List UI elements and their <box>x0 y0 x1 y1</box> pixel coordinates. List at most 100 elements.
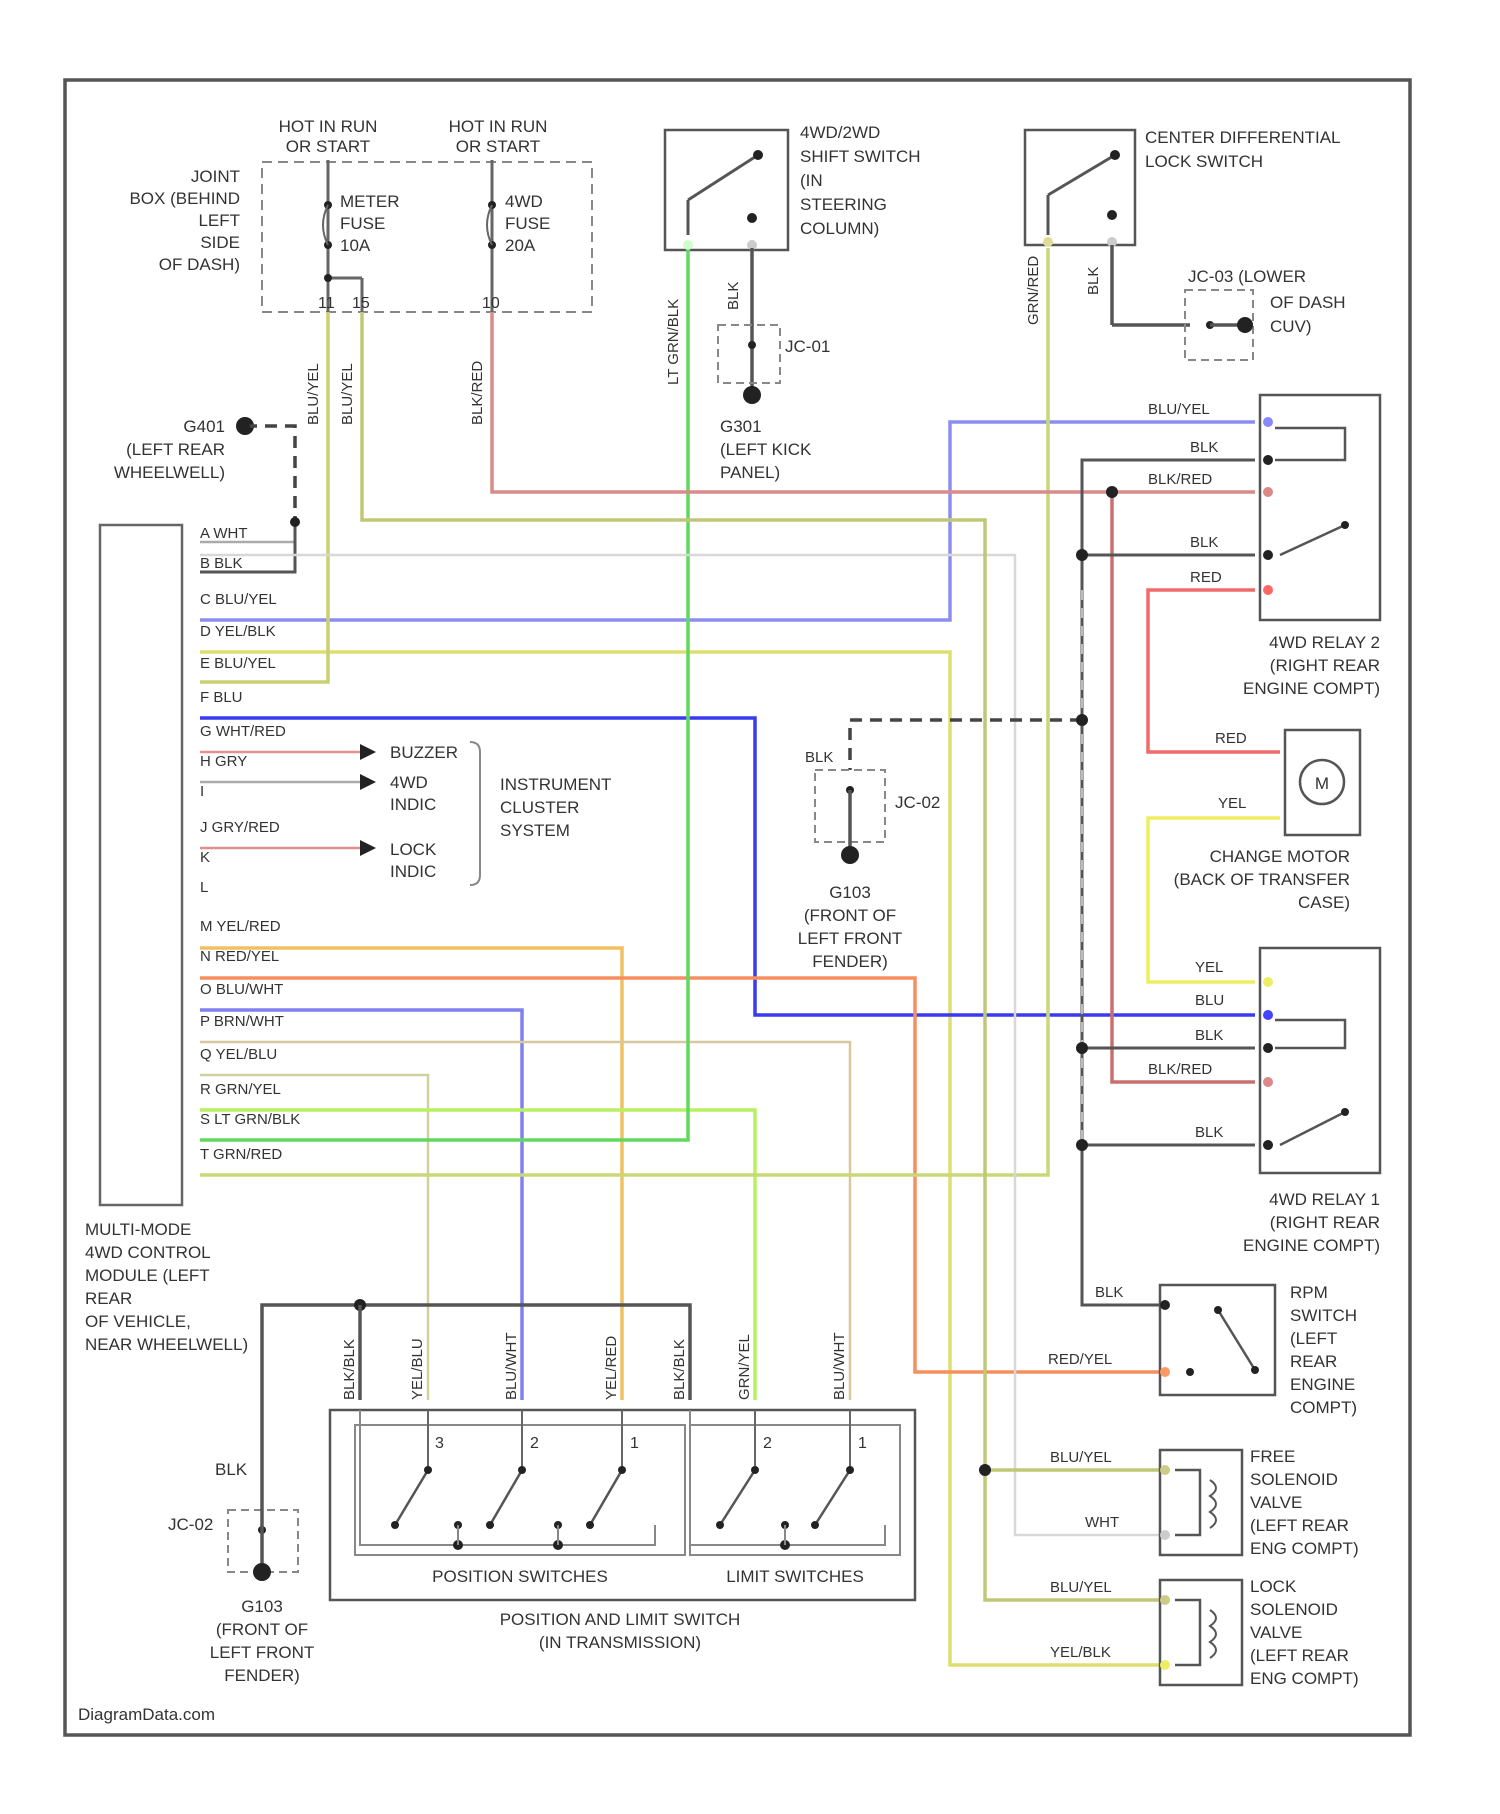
svg-text:BLU/YEL: BLU/YEL <box>1050 1579 1112 1596</box>
svg-text:WHT: WHT <box>1085 1514 1119 1531</box>
svg-text:BLU: BLU <box>1195 992 1224 1009</box>
svg-text:ENG COMPT): ENG COMPT) <box>1250 1669 1359 1688</box>
svg-text:LT GRN/BLK: LT GRN/BLK <box>665 299 682 385</box>
position-switch-1: 1 <box>586 1410 639 1529</box>
svg-text:BLK: BLK <box>1085 267 1102 295</box>
svg-text:G301: G301 <box>720 417 762 436</box>
meter-fuse-label: METER <box>340 192 400 211</box>
module-pin-k: K <box>200 849 210 866</box>
svg-text:OF DASH): OF DASH) <box>159 255 240 274</box>
svg-text:ENGINE COMPT): ENGINE COMPT) <box>1243 1236 1380 1255</box>
g301-ground: JC-01 G301 (LEFT KICK PANEL) BLK <box>718 248 830 482</box>
svg-text:FUSE: FUSE <box>340 214 385 233</box>
module-pin-s: S LT GRN/BLK <box>200 1111 300 1128</box>
svg-text:LOCK: LOCK <box>390 840 437 859</box>
svg-text:SYSTEM: SYSTEM <box>500 821 570 840</box>
svg-text:CASE): CASE) <box>1298 893 1350 912</box>
svg-text:(FRONT OF: (FRONT OF <box>804 906 896 925</box>
jc03-connector: JC-03 (LOWER OF DASH CUV) BLK <box>1085 245 1346 360</box>
svg-text:YEL: YEL <box>1218 795 1246 812</box>
svg-text:CENTER DIFFERENTIAL: CENTER DIFFERENTIAL <box>1145 128 1341 147</box>
svg-text:SWITCH: SWITCH <box>1290 1306 1357 1325</box>
multi-mode-4wd-control-module: A WHTB BLKC BLU/YELD YEL/BLKE BLU/YELF B… <box>85 525 300 1354</box>
svg-text:(RIGHT REAR: (RIGHT REAR <box>1270 656 1380 675</box>
module-pin-f: F BLU <box>200 689 243 706</box>
svg-text:REAR: REAR <box>1290 1352 1337 1371</box>
instrument-cluster: BUZZER 4WD INDIC LOCK INDIC INSTRUMENT C… <box>360 742 611 885</box>
svg-text:ENGINE: ENGINE <box>1290 1375 1355 1394</box>
svg-text:BLK/RED: BLK/RED <box>1148 1061 1212 1078</box>
svg-text:(LEFT REAR: (LEFT REAR <box>1250 1646 1349 1665</box>
svg-text:RPM: RPM <box>1290 1283 1328 1302</box>
svg-text:(BACK OF TRANSFER: (BACK OF TRANSFER <box>1174 870 1350 889</box>
svg-text:BLK: BLK <box>215 1460 248 1479</box>
switch-wire-label: BLU/WHT <box>503 1333 520 1401</box>
module-pin-a: A WHT <box>200 525 248 542</box>
switch-wire-label: GRN/YEL <box>736 1334 753 1400</box>
svg-text:20A: 20A <box>505 236 536 255</box>
svg-text:(FRONT OF: (FRONT OF <box>216 1620 308 1639</box>
svg-text:BLK: BLK <box>1095 1284 1123 1301</box>
awd-relay-1: YEL BLU BLK BLK/RED BLK 4WD RELAY 1 (RIG… <box>1148 948 1380 1255</box>
svg-text:ENGINE COMPT): ENGINE COMPT) <box>1243 679 1380 698</box>
hot-run-sub-left: OR START <box>286 137 370 156</box>
lock-solenoid-valve: BLU/YEL YEL/BLK LOCK SOLENOID VALVE (LEF… <box>1050 1577 1359 1688</box>
svg-text:INDIC: INDIC <box>390 795 436 814</box>
svg-text:WHEELWELL): WHEELWELL) <box>114 463 225 482</box>
svg-text:YEL/BLK: YEL/BLK <box>1050 1644 1111 1661</box>
svg-text:SOLENOID: SOLENOID <box>1250 1470 1338 1489</box>
svg-text:CHANGE MOTOR: CHANGE MOTOR <box>1210 847 1350 866</box>
svg-text:STEERING: STEERING <box>800 195 887 214</box>
svg-text:INSTRUMENT: INSTRUMENT <box>500 775 611 794</box>
limit-switch-2: 2 <box>716 1410 772 1529</box>
switch-wire-label: BLK/BLK <box>341 1339 358 1400</box>
change-motor: M RED YEL CHANGE MOTOR (BACK OF TRANSFER… <box>1174 730 1360 912</box>
svg-text:BOX (BEHIND: BOX (BEHIND <box>129 189 240 208</box>
joint-box-label: JOINT BOX (BEHIND LEFT SIDE OF DASH) <box>129 167 240 274</box>
module-pin-c: C BLU/YEL <box>200 591 277 608</box>
svg-text:JC-02: JC-02 <box>168 1515 213 1534</box>
svg-text:FUSE: FUSE <box>505 214 550 233</box>
jc02-mid-ground: JC-02 BLK G103 (FRONT OF LEFT FRONT FEND… <box>798 749 941 971</box>
svg-text:RED: RED <box>1190 569 1222 586</box>
module-pin-t: T GRN/RED <box>200 1146 282 1163</box>
svg-text:SIDE: SIDE <box>200 233 240 252</box>
svg-text:2: 2 <box>763 1435 772 1452</box>
svg-text:BLK: BLK <box>725 282 742 310</box>
svg-text:M: M <box>1315 774 1329 793</box>
switch-wire-label: YEL/BLU <box>409 1338 426 1400</box>
svg-text:(LEFT: (LEFT <box>1290 1329 1337 1348</box>
svg-text:LEFT: LEFT <box>198 211 240 230</box>
switch-wire-label: BLK/BLK <box>671 1339 688 1400</box>
module-pin-e: E BLU/YEL <box>200 655 276 672</box>
svg-text:JC-02: JC-02 <box>895 793 940 812</box>
awd-shift-switch: 4WD/2WD SHIFT SWITCH (IN STEERING COLUMN… <box>665 123 921 250</box>
svg-text:15: 15 <box>352 295 370 312</box>
svg-text:(LEFT REAR: (LEFT REAR <box>126 440 225 459</box>
svg-text:LOCK SWITCH: LOCK SWITCH <box>1145 152 1263 171</box>
jc02-bottom-ground: BLK JC-02 G103 (FRONT OF LEFT FRONT FEND… <box>168 1460 314 1685</box>
position-switch-3: 3 <box>391 1410 444 1529</box>
svg-text:RED: RED <box>1215 730 1247 747</box>
svg-text:BLK: BLK <box>1190 534 1218 551</box>
wires <box>200 248 1280 1665</box>
center-diff-lock-switch: CENTER DIFFERENTIAL LOCK SWITCH <box>1025 128 1341 247</box>
svg-text:G103: G103 <box>829 883 871 902</box>
module-pin-g: G WHT/RED <box>200 723 286 740</box>
svg-text:LOCK: LOCK <box>1250 1577 1297 1596</box>
svg-text:SHIFT SWITCH: SHIFT SWITCH <box>800 147 921 166</box>
free-solenoid-valve: BLU/YEL WHT FREE SOLENOID VALVE (LEFT RE… <box>1050 1447 1359 1558</box>
svg-text:BLU/YEL: BLU/YEL <box>1148 401 1210 418</box>
hot-run-label-right: HOT IN RUN <box>449 117 548 136</box>
svg-text:10A: 10A <box>340 236 371 255</box>
svg-text:YEL: YEL <box>1195 959 1223 976</box>
module-pin-i: I <box>200 783 204 800</box>
svg-text:LEFT FRONT: LEFT FRONT <box>798 929 903 948</box>
svg-text:(LEFT KICK: (LEFT KICK <box>720 440 812 459</box>
svg-text:OF DASH: OF DASH <box>1270 293 1346 312</box>
module-pin-m: M YEL/RED <box>200 918 281 935</box>
svg-text:BLU/YEL: BLU/YEL <box>339 363 356 425</box>
svg-text:FENDER): FENDER) <box>224 1666 300 1685</box>
svg-text:FENDER): FENDER) <box>812 952 888 971</box>
